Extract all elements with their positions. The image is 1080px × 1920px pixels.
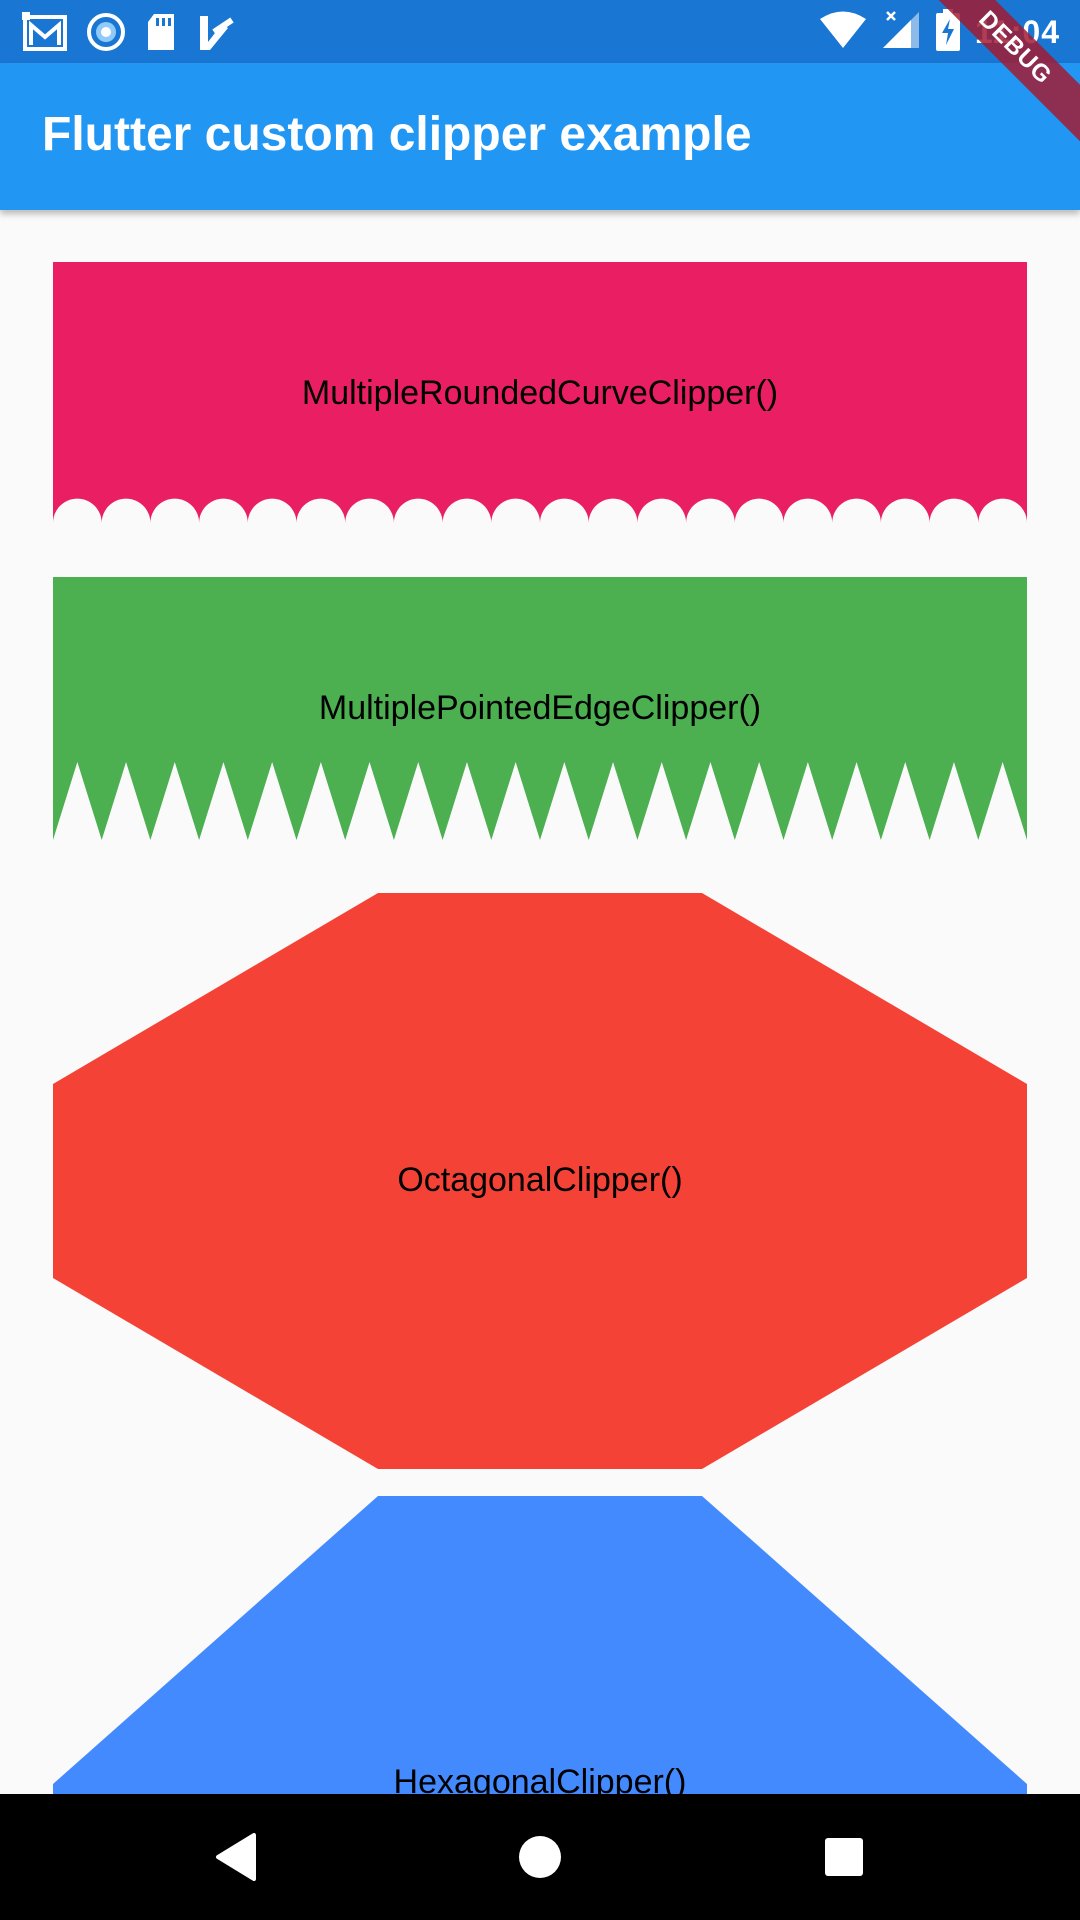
task-check-icon (196, 12, 236, 52)
sd-card-icon (144, 12, 178, 52)
radio-icon (86, 12, 126, 52)
recents-button[interactable] (784, 1794, 904, 1920)
app-bar: Flutter custom clipper example (0, 63, 1080, 210)
home-button[interactable] (480, 1794, 600, 1920)
navigation-bar (0, 1794, 1080, 1920)
octagonal-fill (53, 893, 1027, 1469)
multiple-rounded-curve-label: MultipleRoundedCurveClipper() (302, 374, 778, 412)
back-icon (216, 1833, 256, 1881)
pointed-edge-fill (53, 577, 1027, 840)
clipper-shapes: MultipleRoundedCurveClipper() MultiplePo… (53, 262, 1027, 1794)
gmail-icon (22, 12, 68, 52)
home-icon (519, 1836, 561, 1878)
status-bar: 11:04 (0, 0, 1080, 63)
hexagonal-fill (53, 1496, 1027, 1794)
rounded-curve-fill (53, 262, 1027, 523)
recents-icon (825, 1838, 863, 1876)
multiple-pointed-edge-label: MultiplePointedEdgeClipper() (319, 689, 761, 727)
multiple-pointed-edge-shape: MultiplePointedEdgeClipper() (53, 577, 1027, 840)
signal-icon (881, 10, 921, 55)
notification-icons (22, 10, 236, 54)
battery-charging-icon (935, 8, 961, 56)
app-bar-title: Flutter custom clipper example (42, 108, 752, 161)
back-button[interactable] (176, 1794, 296, 1920)
octagonal-label: OctagonalClipper() (397, 1161, 682, 1199)
hexagonal-shape: HexagonalClipper() (53, 1496, 1027, 1794)
wifi-icon (819, 10, 867, 55)
multiple-rounded-curve-shape: MultipleRoundedCurveClipper() (53, 262, 1027, 523)
hexagonal-label: HexagonalClipper() (394, 1763, 687, 1794)
content-list[interactable]: MultipleRoundedCurveClipper() MultiplePo… (0, 210, 1080, 1794)
octagonal-shape: OctagonalClipper() (53, 893, 1027, 1469)
